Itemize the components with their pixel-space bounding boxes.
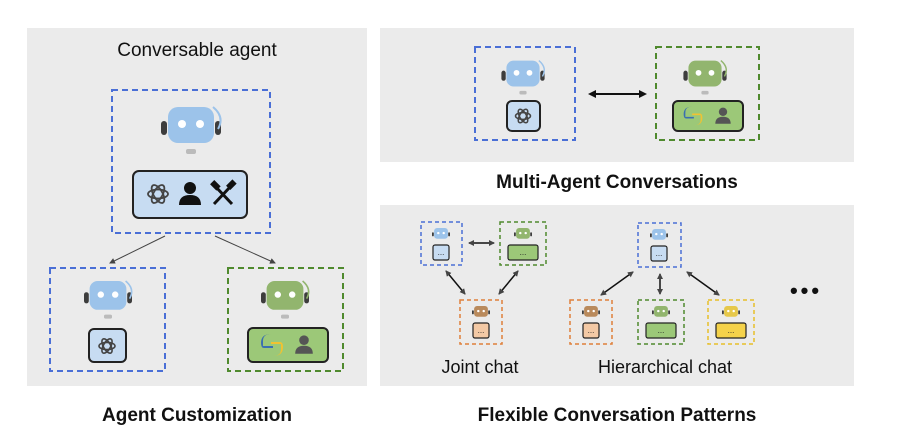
hier-agent-top: ... [637,222,682,268]
tools-icon [210,179,237,206]
hierarchical-chat-label: Hierarchical chat [597,357,733,377]
person-icon [295,335,313,354]
svg-text:...: ... [438,248,445,257]
joint-agent-orange: ... [459,299,503,345]
robot-icon [650,229,668,240]
robot-icon [514,228,532,239]
robot-icon [582,306,600,317]
robot-icon [501,60,546,95]
robot-icon [722,306,740,317]
hier-agent-green: ... [637,299,685,345]
svg-text:...: ... [658,326,665,335]
arrow-to-green-agent [214,235,276,264]
svg-text:...: ... [520,248,527,257]
joint-chat-label: Joint chat [441,357,519,377]
user-proxy-agent-box [227,267,344,372]
flexible-patterns-caption: Flexible Conversation Patterns [477,405,757,426]
robot-icon [683,60,728,95]
svg-text:...: ... [588,326,595,335]
mac-assistant-capability [506,100,541,132]
mac-assistant-box [474,46,576,141]
multi-agent-caption: Multi-Agent Conversations [496,172,738,193]
hier-agent-yellow: ... [707,299,755,345]
person-icon [715,107,731,124]
mac-user-proxy-box [655,46,760,141]
svg-text:...: ... [478,326,485,335]
openai-icon [147,184,169,204]
robot-icon [261,280,310,319]
openai-icon [514,108,532,124]
joint-agent-blue: ... [420,221,463,266]
conversable-agent-box [111,89,271,234]
robot-icon [84,280,133,319]
hier-agent-orange: ... [569,299,613,345]
assistant-capability-box [88,328,127,363]
svg-text:...: ... [656,249,663,258]
user-proxy-capability-box [247,327,329,363]
arrow-to-blue-agent [109,235,166,264]
conversable-agent-title: Conversable agent [117,40,277,61]
person-icon [179,182,201,205]
robot-icon [161,106,222,154]
joint-agent-green: ... [499,221,547,266]
python-icon [683,106,703,126]
hier-arrow-left [600,271,634,296]
ellipsis-icon: ••• [789,278,823,303]
python-icon [261,334,283,356]
robot-icon [652,306,670,317]
hier-arrow-right [686,271,720,296]
robot-icon [472,306,490,317]
mac-user-proxy-capability [672,100,744,132]
assistant-agent-box [49,267,166,372]
joint-arrow-left [445,270,466,295]
capability-box [132,170,248,219]
agent-customization-caption: Agent Customization [102,405,292,426]
robot-icon [432,228,450,239]
svg-text:...: ... [728,326,735,335]
joint-arrow-right [498,270,519,295]
